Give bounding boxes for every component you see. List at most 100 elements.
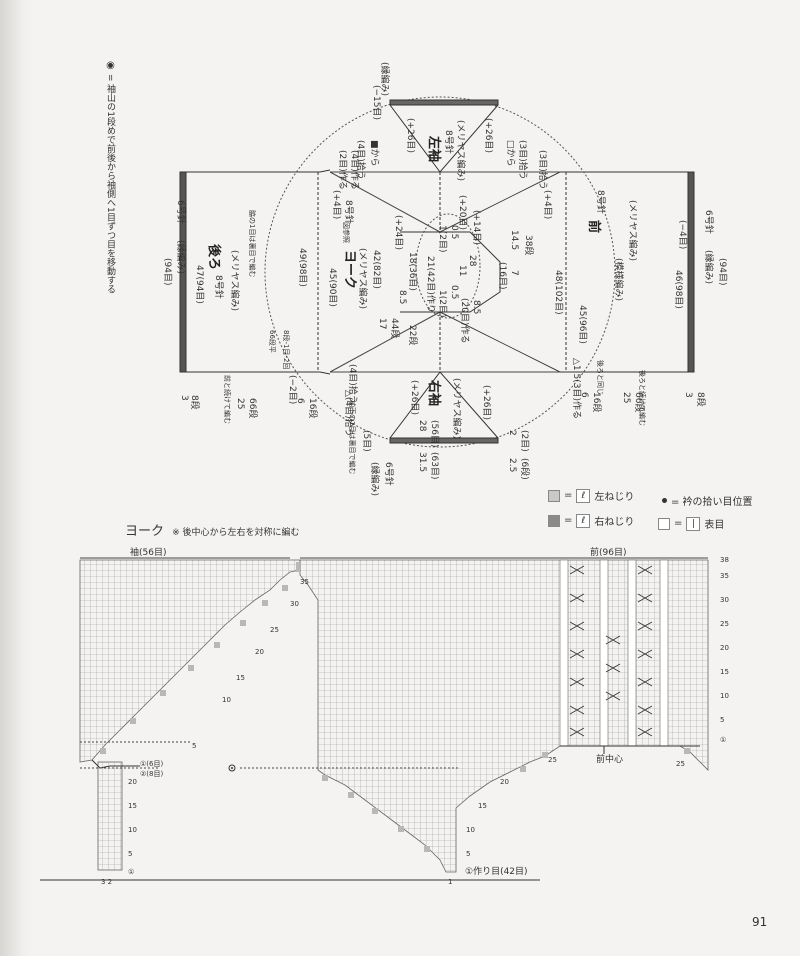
front-h3: 3 [683, 392, 693, 398]
right-sleeve-stitch: (メリヤス編み) [451, 378, 463, 439]
yoke-plus14: (+14目) [471, 210, 482, 245]
note-move-stitch: ◉ = 袖山の1段めで前後から袖側へ1目ずつ目を移動する [104, 60, 116, 294]
front-width: 48(102目) [553, 270, 564, 315]
legend-dark-swatch [548, 514, 560, 527]
front-rib-needle: 6号針 [703, 210, 715, 234]
back-note: 脇の1目は裏目で編む [248, 210, 257, 277]
back-rib [179, 171, 187, 373]
scol-10: 10 [128, 826, 137, 834]
front-pick3: (3目)拾う [537, 150, 549, 190]
front-grid [299, 559, 709, 873]
yoke-subtitle: ※ 後中心から左右を対称に編む [172, 528, 300, 538]
row-num-20: 20 [720, 644, 729, 652]
back-h8: 8段 [189, 395, 201, 410]
legend-right-twist: = ℓ 右ねじり [548, 513, 634, 528]
twist-shading [100, 562, 690, 852]
legend-pick-label: = 衿の拾い目位置 [671, 497, 753, 508]
circ-from: □から [505, 140, 516, 167]
back-rib-label: (縁編み) [175, 240, 187, 274]
pick-point-icon [228, 764, 236, 772]
back-width-top: 47(94目) [194, 265, 205, 304]
sq-pick: (4目)拾う [355, 140, 367, 180]
scol-20: 20 [128, 778, 137, 786]
yoke-needle: 8号針 [343, 200, 355, 224]
sl-num-15: 15 [236, 674, 245, 682]
cuff-note: 袖下の1目は裏目で編む [348, 400, 357, 474]
right-twist-icon: ℓ [576, 513, 591, 528]
yoke-width-2: 18(36目) [407, 252, 418, 291]
front-plus4: (+4目) [542, 190, 553, 219]
left-sleeve-stitch: (メリヤス編み) [455, 120, 467, 181]
yoke-h17: 17 [377, 318, 387, 329]
fcol-20: 20 [500, 778, 509, 786]
scol-15: 15 [128, 802, 137, 810]
legend-right-twist-label: 右ねじり [594, 517, 635, 528]
right-sleeve-56: (56目) [429, 420, 440, 447]
row-num-1: ① [720, 736, 726, 744]
yoke-h05b: 0.5 [449, 285, 459, 299]
right-sleeve-plus26: (+26目) [409, 380, 420, 415]
dot-icon [662, 498, 667, 503]
back-continue: 前と続けて編む [223, 375, 232, 424]
bottom-mid-col: 1 [448, 878, 452, 886]
back-make2: (2目)作る [337, 150, 349, 190]
back-title: 後ろ [206, 244, 222, 270]
right-row-numbers: 38 35 30 25 20 15 10 5 ① [720, 556, 729, 744]
sleeve-col-numbers: 20 15 10 5 ① [128, 778, 137, 876]
yoke-width-1: 21(42目)作り [425, 256, 437, 313]
back-h6: 6 [295, 398, 305, 404]
front-width-edge: (94目) [717, 258, 728, 285]
front-stitch: (メリヤス編み) [627, 200, 639, 261]
sleeve-grid [79, 559, 301, 871]
back-pick4: (4目)拾う [347, 364, 359, 404]
right-sleeve [389, 312, 499, 444]
right-sleeve-315: 31.5 [417, 452, 427, 472]
circ-pick: (3目)拾う [517, 140, 529, 180]
left-sleeve-plus26b: (+26目) [483, 118, 494, 153]
row-num-30: 30 [720, 596, 729, 604]
back-width-3: 45(90目) [327, 268, 338, 307]
back-make4: (4目)作る [349, 150, 361, 190]
fcol-10: 10 [466, 826, 475, 834]
circle-dot-icon: ◉ [105, 60, 116, 71]
right-sleeve-title: 右袖 [426, 379, 442, 406]
row-num-10: 10 [720, 692, 729, 700]
yoke-h05: 0.5 [449, 225, 459, 239]
front-h66: 66段 [633, 392, 645, 412]
sl-num-35: 35 [300, 578, 309, 586]
left-twist-icon: ℓ [576, 488, 591, 503]
fcol-5: 5 [466, 850, 470, 858]
front-h25: 25 [621, 392, 631, 403]
front-h8: 8段 [695, 392, 707, 407]
legend-left-twist: = ℓ 左ねじり [548, 488, 634, 503]
legend-knit-label: 表目 [704, 520, 725, 531]
legend-eq-3: = [674, 518, 683, 529]
pick-point-dot-icon [231, 767, 233, 769]
back-rows: 66段平 [268, 330, 277, 353]
cast-on-label: ①作り目(42目) [465, 865, 528, 877]
yoke-h1b: 1(2目) [437, 290, 448, 317]
back-width-edge: (94目) [162, 258, 173, 285]
front-title: 前 [586, 220, 602, 233]
scol-1: ① [128, 868, 134, 876]
sl-num-20: 20 [255, 648, 264, 656]
front-needle: 8号針 [595, 190, 607, 214]
left-sleeve-plus26: (+26目) [405, 118, 416, 153]
knit-stitch-icon: | [686, 516, 701, 531]
front-continue: 後ろと続けて編む [638, 370, 647, 426]
back-h16: 16段 [307, 398, 319, 418]
right-sleeve-63: (63目) [429, 452, 440, 479]
yoke-h85b: 8.5 [471, 300, 481, 314]
left-sleeve-title: 左袖 [426, 136, 442, 162]
right-sleeve-28: 28 [417, 420, 427, 432]
yoke-h85: 8.5 [397, 290, 407, 304]
back-h66: 66段 [247, 398, 259, 418]
left-sleeve-needle: 8号針 [443, 130, 455, 154]
front-h6: 6 [579, 392, 589, 398]
cable-crosses [569, 565, 653, 737]
row-num-35: 35 [720, 572, 729, 580]
back-panel [179, 169, 331, 375]
front-rib-label: (縁編み) [703, 250, 715, 284]
back-dec: 8段-1目-2回 [282, 330, 291, 369]
